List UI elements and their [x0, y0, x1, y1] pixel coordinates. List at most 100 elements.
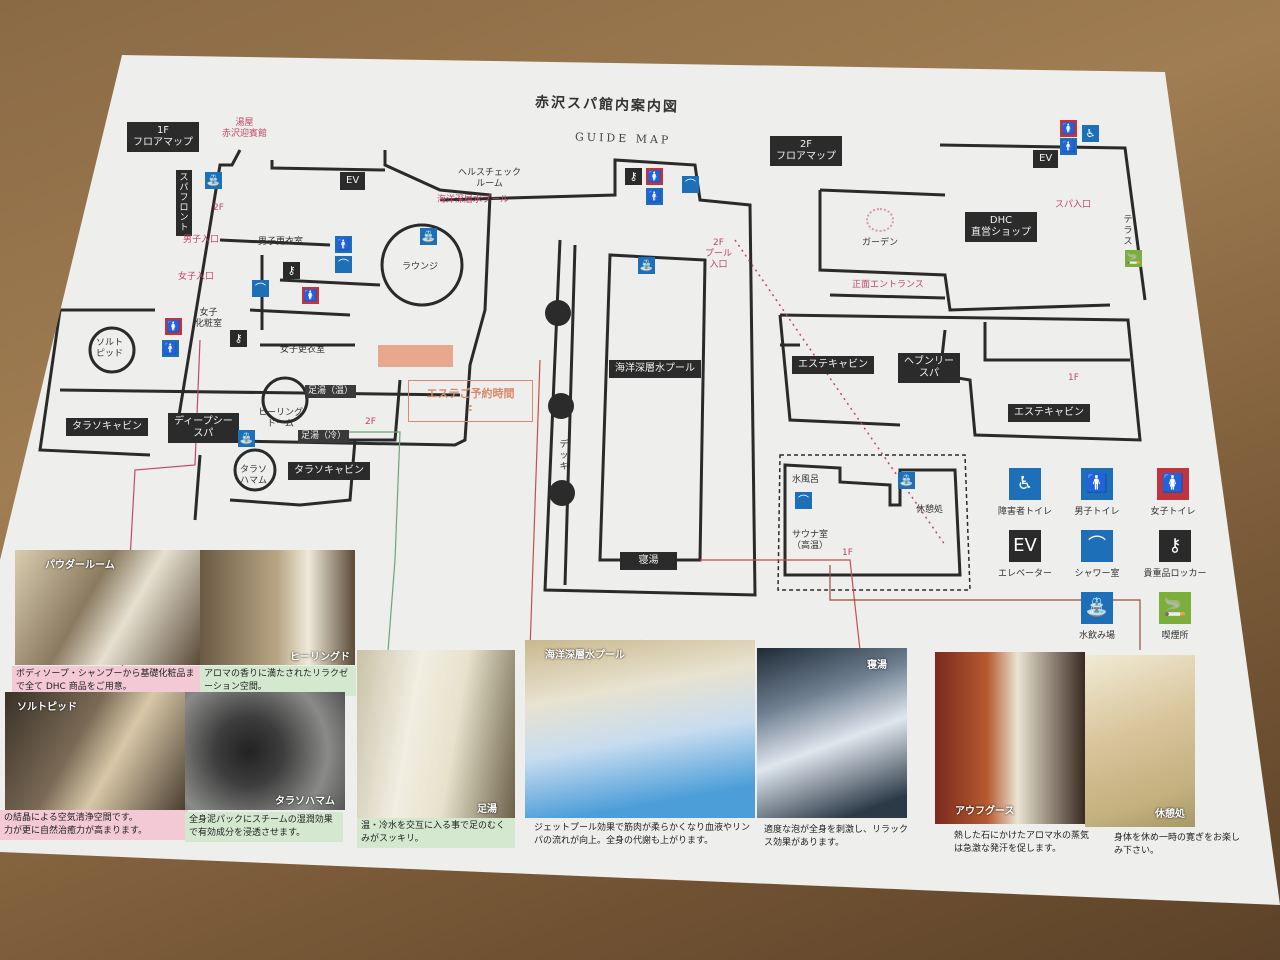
legend-label: 水飲み場	[1078, 631, 1115, 641]
thalasso-cabin-right-tag: タラソキャビン	[288, 462, 370, 480]
reservation-title: エステご予約時間	[426, 387, 515, 400]
legend-wheelchair: ♿ 障害者トイレ	[990, 468, 1060, 517]
male-toilet-icon: 🚹	[1060, 138, 1077, 155]
label-stairs-1f-b: 1F	[842, 548, 853, 558]
caption-powder-room: ボディソープ・シャンプーから基礎化粧品まで全て DHC 商品をご用意。	[12, 666, 200, 696]
photo-sleeping-bath: 寝湯	[757, 648, 907, 818]
photo-label: アウフグース	[955, 806, 1015, 817]
water-fountain-icon: ⛲	[898, 472, 915, 489]
thalasso-cabin-left-tag: タラソキャビン	[66, 418, 148, 436]
shower-icon: ⌒	[1081, 530, 1113, 562]
wheelchair-icon: ♿	[1082, 125, 1099, 142]
shower-icon: ⌒	[682, 176, 699, 193]
water-fountain-icon: ⛲	[638, 257, 655, 274]
label-healing-dome: ヒーリング ドーム	[258, 408, 304, 429]
shower-icon: ⌒	[335, 256, 352, 273]
flower-icon	[866, 208, 894, 232]
photo-deep-pool: 海洋深層水プール	[525, 640, 755, 818]
legend-label: 障害者トイレ	[997, 507, 1052, 517]
deep-sea-spa-tag: ディープシー スパ	[168, 413, 239, 443]
label-salt-pit: ソルト ピッド	[96, 338, 124, 359]
floor1-badge: 1F フロアマップ	[127, 122, 199, 152]
photo-powder-room: パウダールーム	[15, 550, 200, 665]
photo-label: 海洋深層水プール	[545, 650, 625, 661]
shower-icon: ⌒	[252, 280, 269, 297]
lounge-mat	[378, 345, 453, 367]
label-exit-top: 湯屋 赤沢迎賓館	[222, 118, 268, 139]
caption-deep-pool: ジェットプール効果で筋肉が柔らかくなり血液やリンパの流れが向上。全身の代謝も上が…	[534, 823, 751, 846]
label-womens-powder: 女子 化粧室	[195, 308, 223, 329]
legend-key: ⚷ 貴重品ロッカー	[1140, 530, 1210, 579]
deep-pool-tag: 海洋深層水プール	[609, 360, 701, 378]
male-icon: 🚹	[1081, 468, 1113, 500]
legend-water: ⛲ 水飲み場	[1062, 592, 1132, 641]
legend-label: 女子トイレ	[1150, 507, 1196, 517]
legend-female: 🚺女子トイレ	[1138, 468, 1208, 517]
label-terrace: テラス	[1123, 215, 1133, 247]
label-womens-locker: 女子更衣室	[280, 345, 326, 355]
label-deck: デッキ	[559, 440, 569, 472]
label-foot-bath-hot: 足湯（温）	[305, 385, 357, 398]
caption-thalasso-hammam: 全身泥パックにスチームの湿潤効果で有効成分を浸透させます。	[185, 812, 343, 842]
smoking-icon: 🚬	[1159, 592, 1191, 624]
spa-front-tag: スパフロント	[176, 170, 192, 236]
esthe-cabin-left-tag: エステキャビン	[792, 356, 874, 374]
label-thalasso-hammam: タラソ ハマム	[240, 465, 268, 486]
photo-label: タラソハマム	[275, 796, 335, 807]
legend-shower: ⌒シャワー室	[1062, 530, 1132, 579]
floor2-badge: 2F フロアマップ	[770, 136, 842, 166]
esthe-reservation-box: エステご予約時間 :	[408, 380, 533, 422]
water-fountain-icon: ⛲	[1081, 592, 1113, 624]
female-toilet-icon: 🚺	[646, 168, 663, 185]
label-foot-bath-cold: 足湯（冷）	[298, 430, 350, 443]
mens-entrance[interactable]: 男子入口	[183, 235, 220, 245]
photo-label: 足湯	[477, 804, 497, 815]
caption-sleeping-bath: 適度な泡が全身を刺激し、リラックス効果があります。	[764, 825, 909, 848]
key-icon: ⚷	[230, 330, 247, 347]
label-spa-entrance: スパ入口	[1055, 200, 1092, 210]
key-icon: ⚷	[1159, 530, 1191, 562]
photo-label: 休憩処	[1155, 809, 1185, 820]
caption-salt-pit: の結晶による空気清浄空間です。 力が更に自然治癒力が高まります。	[0, 810, 188, 840]
male-toilet-icon: 🚹	[335, 236, 352, 253]
key-icon: ⚷	[283, 262, 300, 279]
male-toilet-icon: 🚹	[646, 188, 663, 205]
label-deep-pool-arrow: 海洋深層水プール	[437, 195, 510, 205]
shower-icon: ⌒	[795, 492, 812, 509]
female-toilet-icon: 🚺	[302, 287, 319, 304]
sleeping-bath-tag: 寝湯	[620, 552, 677, 570]
legend-label: 貴重品ロッカー	[1143, 569, 1207, 579]
wheelchair-icon: ♿	[1009, 468, 1041, 500]
photo-foot-bath: 足湯	[357, 650, 515, 818]
elevator-icon: EV	[1009, 530, 1041, 562]
water-fountain-icon: ⛲	[238, 430, 255, 447]
photo-rest-area: 休憩処	[1085, 655, 1195, 827]
esthe-cabin-right-tag: エステキャビン	[1008, 404, 1090, 422]
caption-healing-dome: アロマの香りに満たされたリラクゼーション空間。	[200, 666, 356, 696]
dhc-shop-tag: DHC 直営ショップ	[965, 212, 1037, 242]
womens-entrance[interactable]: 女子入口	[178, 272, 215, 282]
label-sauna: サウナ室 （高温）	[792, 530, 829, 551]
legend-male: 🚹男子トイレ	[1062, 468, 1132, 517]
legend-smoking: 🚬喫煙所	[1140, 592, 1210, 641]
reservation-time: :	[468, 401, 473, 414]
female-toilet-icon: 🚺	[165, 318, 182, 335]
label-stairs-1f: 1F	[1068, 373, 1079, 383]
female-toilet-icon: 🚺	[1060, 120, 1077, 137]
photo-thalasso-hammam: タラソハマム	[185, 692, 345, 810]
caption-aufguss: 熱した石にかけたアロマ水の蒸気は急激な発汗を促します。	[954, 831, 1090, 854]
smoking-icon: 🚬	[1125, 250, 1142, 267]
water-fountain-icon: ⛲	[205, 172, 222, 189]
heavenly-spa-tag: ヘブンリー スパ	[898, 353, 960, 383]
label-front-entrance[interactable]: 正面エントランス	[852, 280, 924, 290]
label-garden: ガーデン	[862, 238, 899, 248]
caption-rest-area: 身体を休め一時の寛ぎをお楽しみ下さい。	[1114, 833, 1241, 856]
parasol-icon	[545, 300, 571, 326]
label-stairs-2f-b: 2F	[365, 417, 376, 427]
male-toilet-icon: 🚹	[162, 340, 179, 357]
floor1-ev-tag: EV	[340, 172, 366, 190]
label-rest-area: 休憩処	[916, 505, 944, 515]
photo-salt-pit: ソルトピッド	[5, 692, 185, 810]
